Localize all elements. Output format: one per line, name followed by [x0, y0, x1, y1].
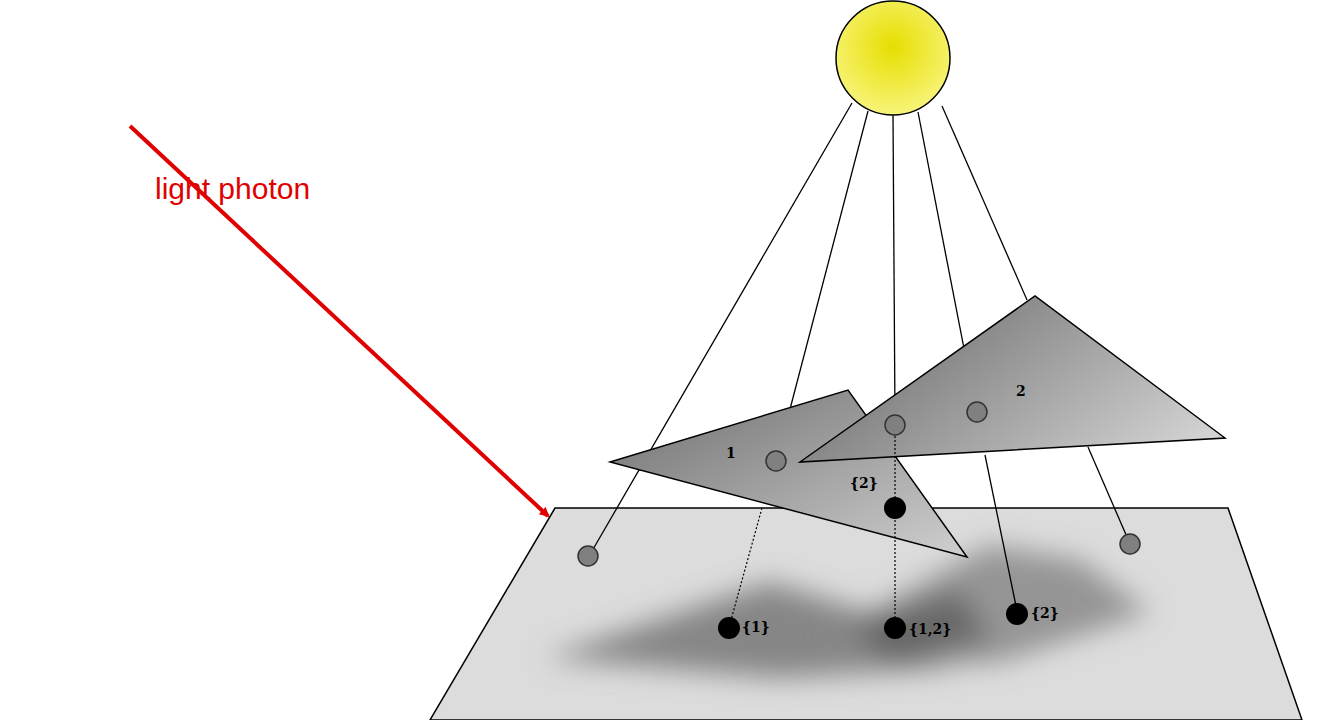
- triangle-number: 2: [1016, 384, 1026, 398]
- ground-plane: [430, 508, 1302, 720]
- shadow-points: [718, 497, 1028, 639]
- light-source: [836, 1, 950, 115]
- occluder-set: {1}: [742, 620, 770, 634]
- occluder-set: {2}: [850, 476, 878, 490]
- shadows: [545, 545, 1150, 678]
- hit-points: [578, 402, 1140, 566]
- triangle-two: [800, 296, 1225, 462]
- occluder-set: {1,2}: [909, 622, 951, 636]
- triangle-number: 1: [726, 446, 736, 460]
- callout-text: light photon: [155, 174, 310, 204]
- occluder-set: {2}: [1031, 606, 1059, 620]
- occluded-rays: [731, 432, 895, 620]
- callout-arrow: [130, 126, 548, 516]
